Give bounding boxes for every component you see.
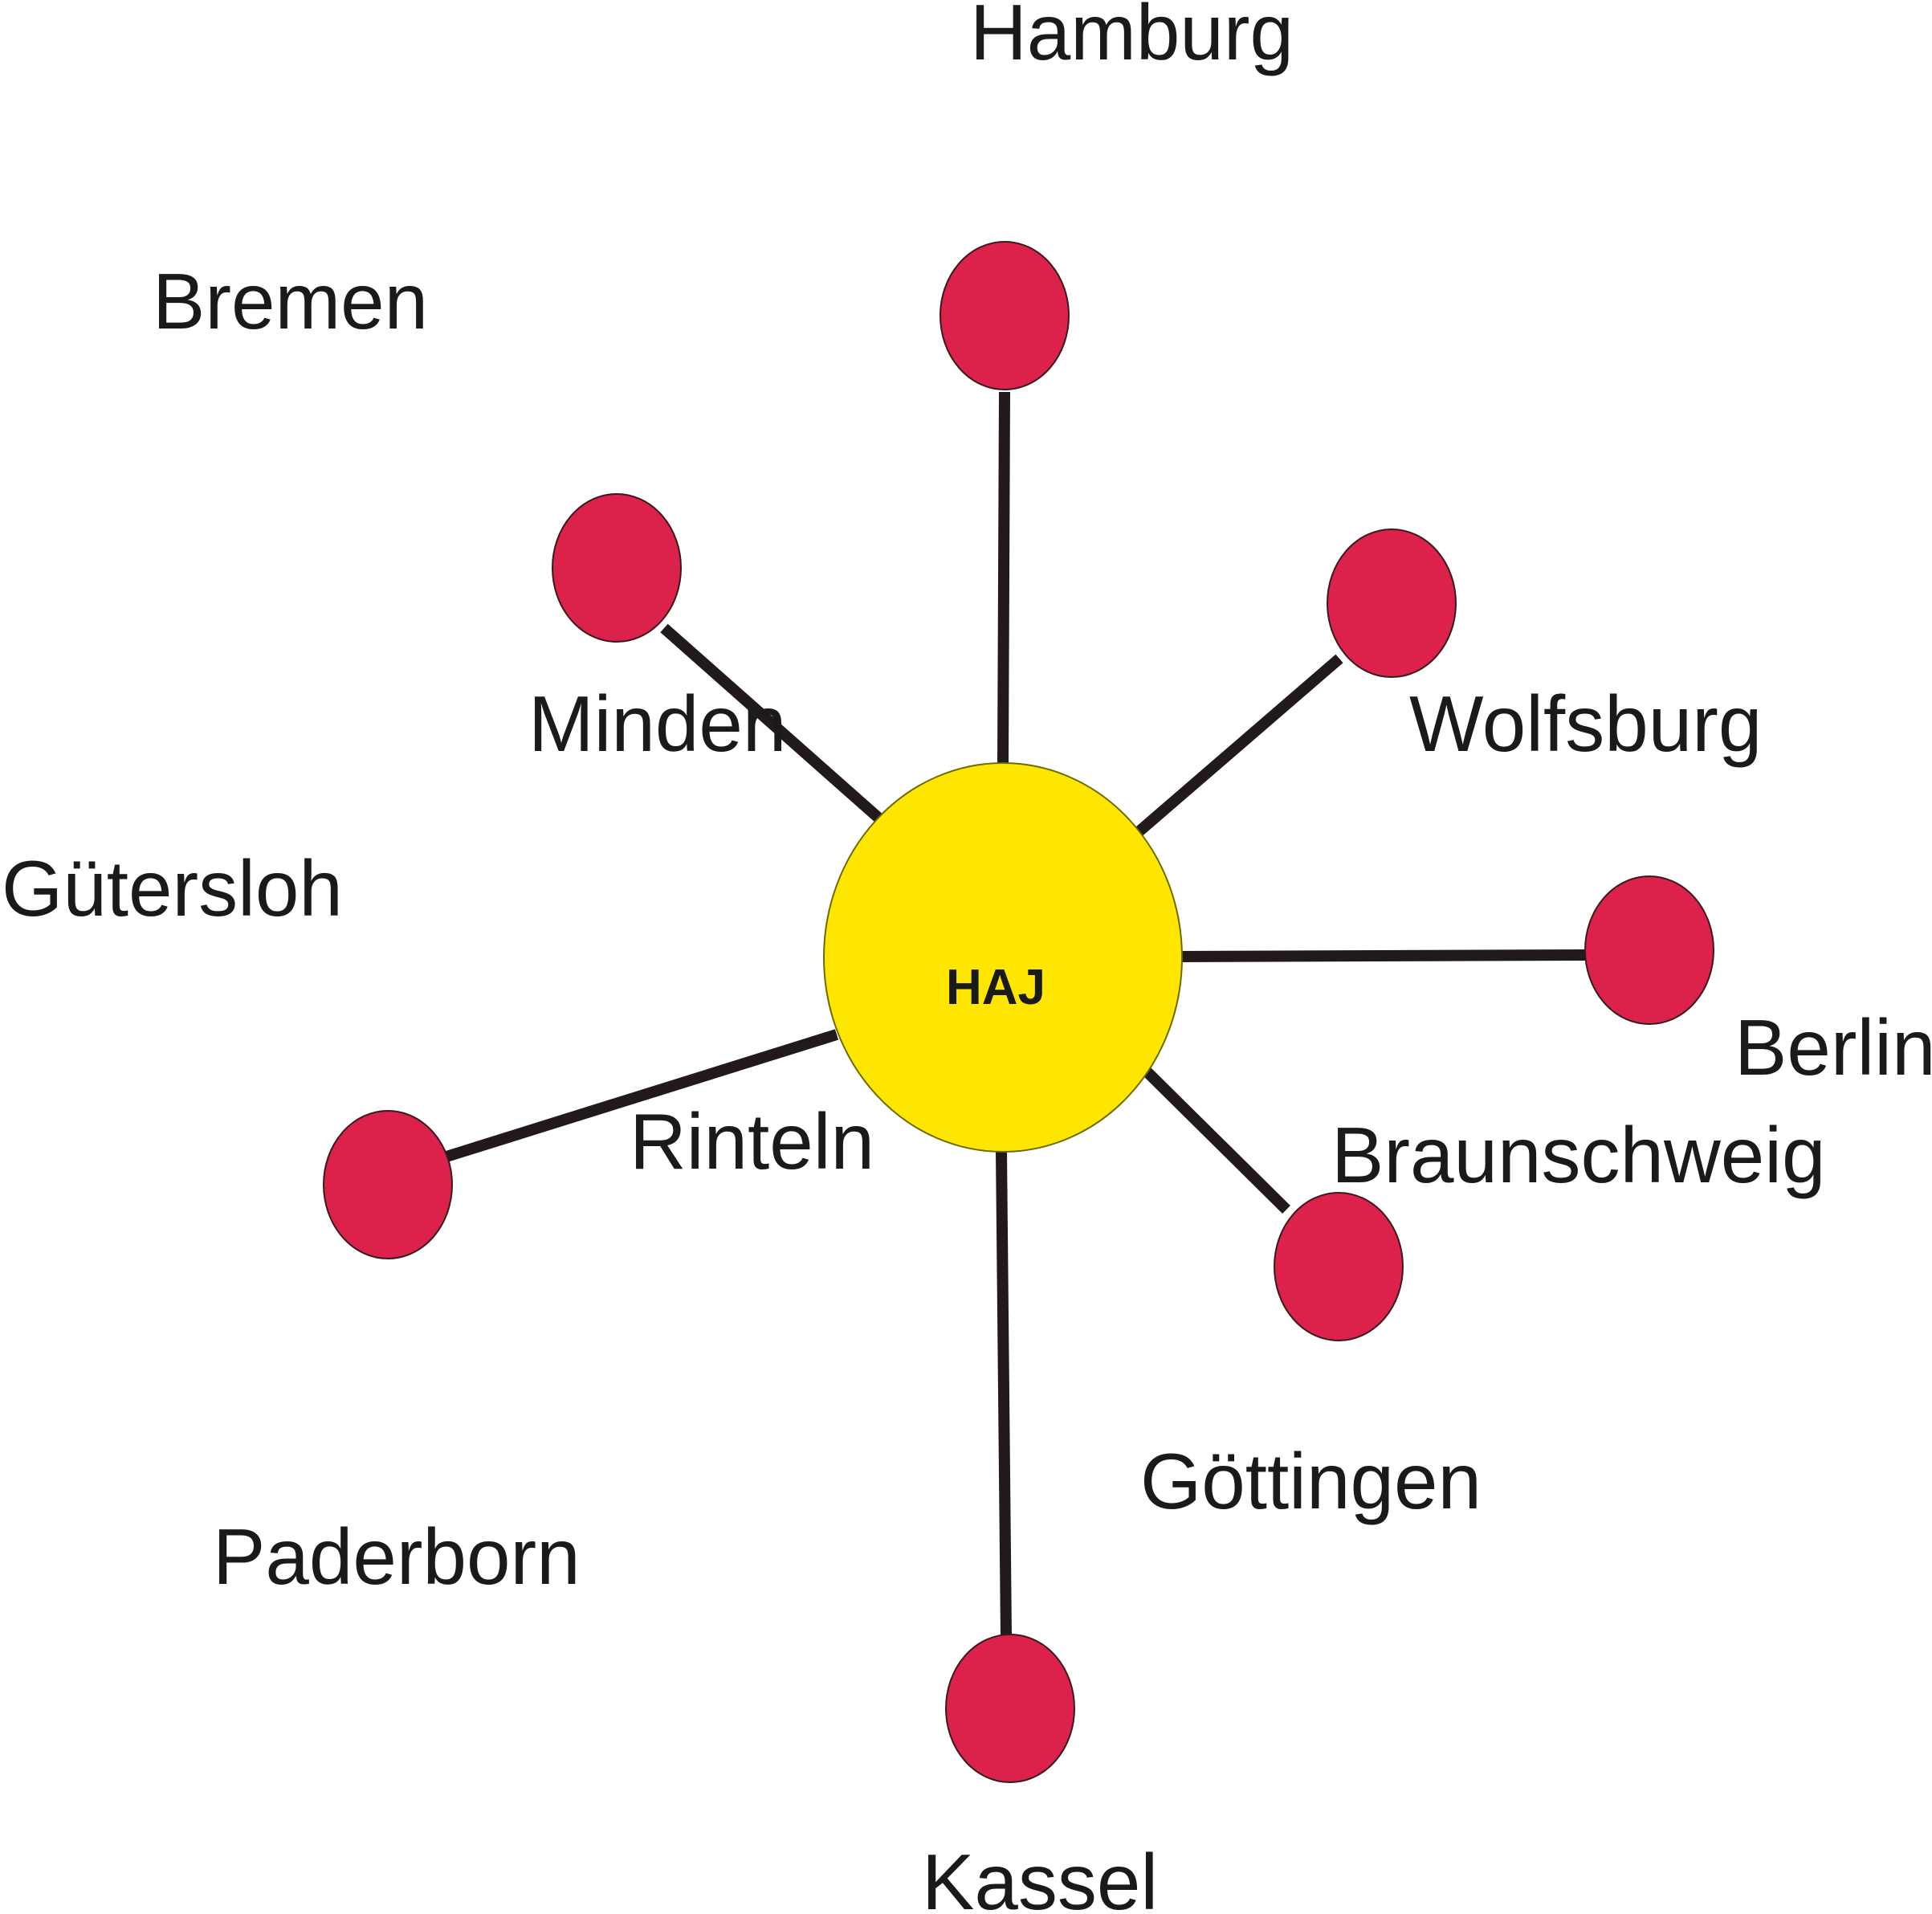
label-guetersloh: Gütersloh — [2, 844, 343, 933]
edges — [444, 391, 1587, 1637]
node-southeast — [1274, 1192, 1404, 1341]
label-bremen: Bremen — [153, 257, 428, 345]
hub-node — [823, 762, 1183, 1153]
edge-southeast — [1141, 1066, 1290, 1214]
label-minden: Minden — [528, 679, 786, 768]
node-east — [1584, 875, 1714, 1025]
label-braunschweig: Braunschweig — [1331, 1111, 1826, 1199]
hub-label: HAJ — [946, 960, 1045, 1015]
node-northeast — [1327, 528, 1457, 678]
label-hamburg: Hamburg — [970, 0, 1294, 76]
label-wolfsburg: Wolfsburg — [1409, 679, 1762, 768]
edge-north — [997, 391, 1010, 765]
node-north — [940, 241, 1070, 390]
edge-east — [1178, 949, 1587, 962]
edge-south — [996, 1149, 1012, 1637]
edge-northwest — [660, 623, 884, 824]
label-berlin: Berlin — [1734, 1003, 1932, 1092]
nodes — [323, 241, 1714, 1783]
node-northwest — [552, 493, 682, 643]
label-goettingen: Göttingen — [1140, 1437, 1482, 1525]
node-south — [945, 1634, 1075, 1783]
label-rinteln: Rinteln — [630, 1097, 874, 1186]
edge-northeast — [1131, 654, 1343, 840]
node-west — [323, 1110, 453, 1259]
label-kassel: Kassel — [922, 1838, 1158, 1914]
label-paderborn: Paderborn — [213, 1512, 581, 1601]
edge-west — [444, 1029, 839, 1162]
